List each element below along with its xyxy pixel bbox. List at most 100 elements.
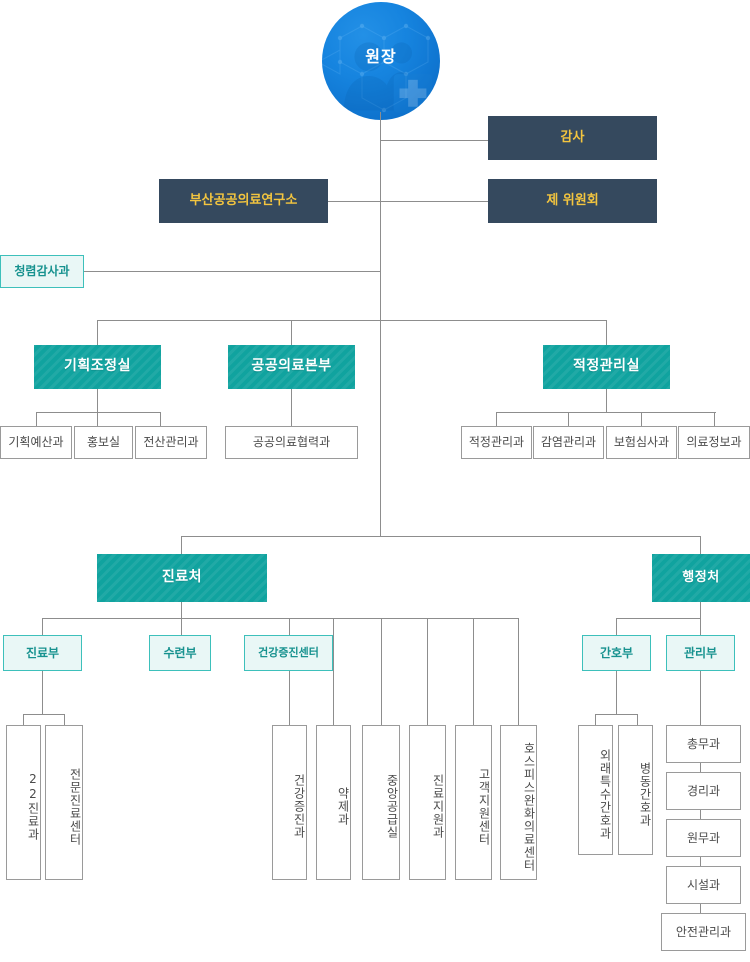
dept-label: 관리부: [683, 645, 718, 660]
drop-medical-1: [181, 618, 182, 635]
office-box-admin[interactable]: 행정처: [652, 554, 750, 602]
unit-label: 고객지원센터: [477, 767, 491, 846]
unit-label: 전문진료센터: [68, 767, 82, 846]
drop-medical-5: [427, 618, 428, 725]
dept-label: 진료부: [25, 645, 60, 660]
unit-box-health-promotion-dept[interactable]: 건강증진과: [272, 725, 307, 880]
unit-box-pharmacy[interactable]: 약제과: [316, 725, 351, 880]
bus-line-planning-children: [36, 412, 161, 413]
dept-box-nursing[interactable]: 간호부: [582, 635, 651, 671]
drop-nursing-0: [595, 714, 596, 725]
unit-box-22-clinics[interactable]: 22진료과: [6, 725, 41, 880]
drop-admin-0: [616, 618, 617, 635]
drop-medical-0: [42, 618, 43, 635]
unit-box-medical-affairs[interactable]: 원무과: [666, 819, 741, 857]
unit-label: 외래특수간호과: [598, 748, 612, 840]
link-mgmt-1: [700, 763, 701, 772]
division-box-public-healthcare[interactable]: 공공의료본부: [228, 345, 355, 389]
staff-box-gamsa[interactable]: 감사: [488, 116, 657, 160]
root-node-director[interactable]: 원장: [322, 2, 440, 120]
drop-quality-child-1: [568, 412, 569, 426]
staff-label: 감사: [560, 129, 585, 145]
team-box-pr[interactable]: 홍보실: [74, 426, 133, 459]
root-node-label: 원장: [365, 47, 397, 66]
drop-medical-6: [473, 618, 474, 725]
team-box-it-management[interactable]: 전산관리과: [135, 426, 207, 459]
unit-box-safety-management[interactable]: 안전관리과: [661, 913, 746, 951]
dept-box-training[interactable]: 수련부: [149, 635, 211, 671]
unit-label: 약제과: [336, 787, 350, 826]
unit-label: 경리과: [686, 783, 721, 798]
division-box-planning[interactable]: 기획조정실: [34, 345, 161, 389]
drop-line-quality: [606, 320, 607, 345]
team-box-infection-control[interactable]: 감염관리과: [533, 426, 604, 459]
unit-label: 병동간호과: [638, 761, 652, 827]
dept-box-health-promotion-center[interactable]: 건강증진센터: [244, 635, 333, 671]
staff-label: 제 위원회: [546, 192, 599, 208]
staff-label: 부산공공의료연구소: [189, 192, 298, 208]
drop-line-admin-office: [700, 536, 701, 554]
link-mgmt-2: [700, 810, 701, 819]
drop-quality-child-3: [714, 412, 715, 426]
unit-box-accounting[interactable]: 경리과: [666, 772, 741, 810]
bus-line-offices: [181, 536, 701, 537]
unit-box-audit[interactable]: 청렴감사과: [0, 255, 84, 288]
stem-medical-office: [181, 602, 182, 618]
stem-public-healthcare: [291, 389, 292, 426]
unit-box-customer-support-center[interactable]: 고객지원센터: [455, 725, 492, 880]
team-box-medical-info[interactable]: 의료정보과: [678, 426, 750, 459]
division-label: 적정관리실: [573, 358, 640, 375]
unit-box-facilities[interactable]: 시설과: [666, 866, 741, 904]
drop-medical-3: [333, 618, 334, 725]
unit-box-medical-support[interactable]: 진료지원과: [409, 725, 446, 880]
unit-label: 원무과: [686, 830, 721, 845]
team-box-public-healthcare-coop[interactable]: 공공의료협력과: [225, 426, 358, 459]
stem-nursing: [616, 671, 617, 714]
staff-box-research-institute[interactable]: 부산공공의료연구소: [159, 179, 328, 223]
team-label: 기획예산과: [8, 435, 64, 449]
team-label: 공공의료협력과: [252, 435, 331, 449]
stem-quality: [606, 389, 607, 412]
team-label: 감염관리과: [540, 435, 597, 449]
team-box-insurance-review[interactable]: 보험심사과: [606, 426, 677, 459]
unit-label: 호스피스완화의료센터: [522, 741, 536, 872]
unit-label: 진료지원과: [431, 774, 445, 839]
division-box-quality-management[interactable]: 적정관리실: [543, 345, 670, 389]
team-box-quality-mgmt[interactable]: 적정관리과: [461, 426, 532, 459]
unit-label: 안전관리과: [675, 924, 732, 939]
unit-box-general-affairs[interactable]: 총무과: [666, 725, 741, 763]
unit-box-specialty-center[interactable]: 전문진료센터: [45, 725, 83, 880]
stem-medical-care: [42, 671, 43, 714]
drop-quality-child-0: [496, 412, 497, 426]
office-label: 진료처: [161, 569, 203, 586]
dept-box-management[interactable]: 관리부: [666, 635, 735, 671]
dept-box-medical-care[interactable]: 진료부: [3, 635, 82, 671]
team-label: 전산관리과: [143, 435, 199, 449]
unit-box-central-supply[interactable]: 중앙공급실: [362, 725, 400, 880]
drop-line-medical-office: [181, 536, 182, 554]
unit-box-outpatient-special-nursing[interactable]: 외래특수간호과: [578, 725, 613, 855]
team-box-planning-budget[interactable]: 기획예산과: [0, 426, 72, 459]
office-box-medical[interactable]: 진료처: [97, 554, 267, 602]
unit-box-ward-nursing[interactable]: 병동간호과: [618, 725, 653, 855]
drop-medical-7: [518, 618, 519, 725]
drop-mc-1: [64, 714, 65, 725]
stem-management: [700, 671, 701, 725]
staff-box-committee[interactable]: 제 위원회: [488, 179, 657, 223]
drop-planning-child-2: [160, 412, 161, 426]
bus-line-divisions: [97, 320, 607, 321]
drop-medical-2: [289, 618, 290, 635]
team-label: 보험심사과: [613, 435, 670, 449]
drop-nursing-1: [637, 714, 638, 725]
unit-label: 22진료과: [26, 772, 40, 841]
unit-label: 중앙공급실: [385, 774, 399, 839]
stem-health-promotion: [289, 671, 290, 725]
drop-line-public-health: [291, 320, 292, 345]
connector-to-audit-unit: [84, 271, 381, 272]
office-label: 행정처: [682, 569, 720, 585]
unit-label: 건강증진과: [292, 774, 306, 839]
bus-line-quality-children: [496, 412, 716, 413]
unit-box-hospice-palliative-center[interactable]: 호스피스완화의료센터: [500, 725, 537, 880]
drop-planning-child-1: [97, 412, 98, 426]
drop-line-planning: [97, 320, 98, 345]
